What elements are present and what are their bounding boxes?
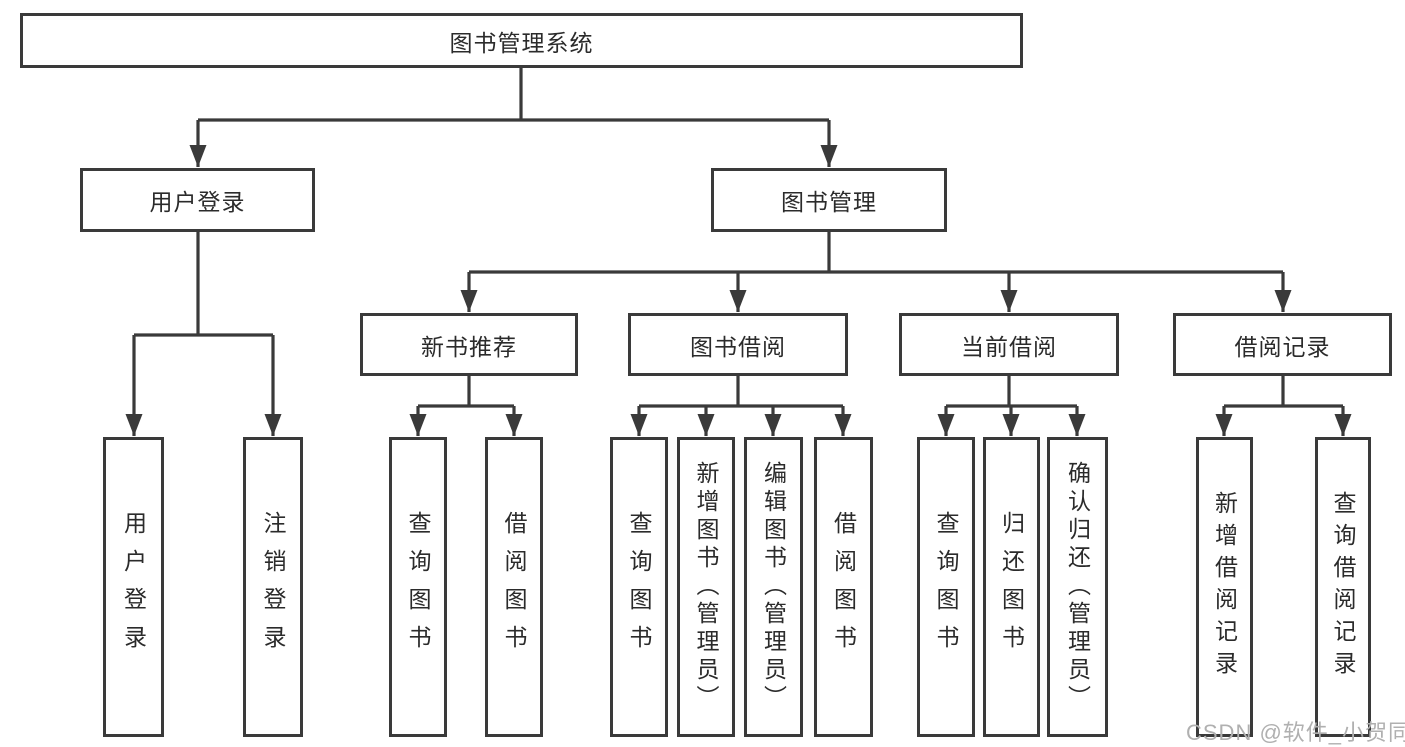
node-borrowing-records: 借阅记录	[1173, 313, 1392, 376]
node-label: 图书借阅	[690, 333, 786, 360]
leaf-edit-book-admin: 编辑图书（管理员）	[744, 437, 803, 737]
node-label: 注销登录	[260, 511, 286, 663]
leaf-query-books-borrow: 查询图书	[610, 437, 668, 737]
node-label: 用户登录	[149, 189, 246, 215]
leaf-confirm-return-admin: 确认归还（管理员）	[1047, 437, 1108, 737]
node-book-management: 图书管理	[711, 168, 947, 232]
node-label: 新书推荐	[421, 333, 517, 360]
csdn-watermark: CSDN @软件_小贺同学	[1186, 720, 1405, 745]
leaf-add-book-admin: 新增图书（管理员）	[677, 437, 735, 737]
node-label: 查询图书	[626, 511, 652, 663]
node-book-borrowing: 图书借阅	[628, 313, 848, 376]
node-user-login: 用户登录	[80, 168, 315, 232]
node-new-book-recommendation: 新书推荐	[360, 313, 578, 376]
leaf-add-borrow-record: 新增借阅记录	[1196, 437, 1253, 737]
node-root-system: 图书管理系统	[20, 13, 1023, 68]
node-label: 确认归还（管理员）	[1064, 461, 1091, 713]
leaf-borrow-books: 借阅图书	[814, 437, 873, 737]
leaf-query-books-current: 查询图书	[917, 437, 975, 737]
node-label: 查询图书	[405, 511, 431, 663]
leaf-return-book: 归还图书	[983, 437, 1040, 737]
leaf-user-login: 用户登录	[103, 437, 164, 737]
leaf-borrow-books-recommend: 借阅图书	[485, 437, 543, 737]
node-label: 归还图书	[998, 511, 1025, 663]
node-label: 用户登录	[120, 511, 147, 663]
node-label: 新增图书（管理员）	[693, 461, 719, 713]
node-label: 图书管理系统	[449, 29, 594, 56]
node-label: 借阅记录	[1234, 333, 1331, 360]
node-label: 编辑图书（管理员）	[760, 461, 787, 713]
node-label: 查询借阅记录	[1330, 491, 1356, 683]
node-label: 借阅图书	[501, 511, 527, 663]
node-label: 新增借阅记录	[1211, 491, 1238, 683]
node-label: 图书管理	[781, 189, 877, 215]
leaf-query-books-recommend: 查询图书	[389, 437, 447, 737]
node-current-borrowing: 当前借阅	[899, 313, 1119, 376]
leaf-logout: 注销登录	[243, 437, 303, 737]
leaf-query-borrow-record: 查询借阅记录	[1315, 437, 1371, 737]
node-label: 借阅图书	[830, 511, 857, 663]
node-label: 当前借阅	[961, 333, 1057, 360]
node-label: 查询图书	[933, 511, 959, 663]
